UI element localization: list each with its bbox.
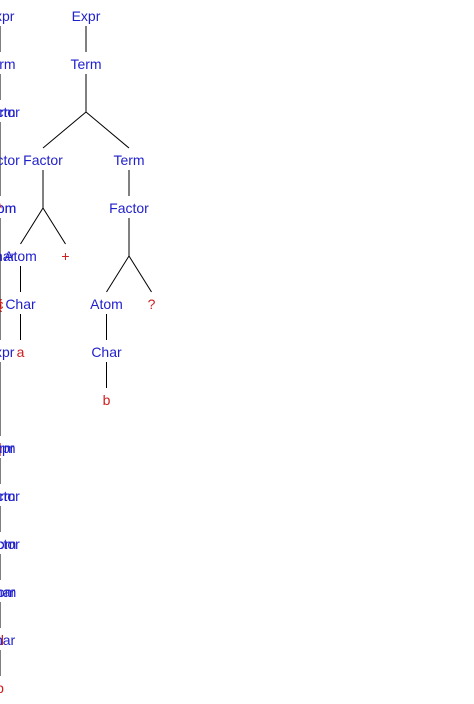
- node-terminal: c: [0, 296, 4, 312]
- node-terminal: ): [0, 296, 2, 312]
- node-atom: Atom: [0, 200, 16, 216]
- node-expr: Expr: [72, 8, 101, 24]
- parse-tree-edges: [0, 26, 152, 676]
- node-atom: Atom: [0, 584, 16, 600]
- node-terminal: d: [0, 632, 4, 648]
- node-atom: Atom: [0, 536, 16, 552]
- node-char: Char: [0, 584, 16, 600]
- node-terminal: b: [0, 680, 4, 696]
- node-factor: Factor: [0, 536, 20, 552]
- node-term: Term: [113, 152, 144, 168]
- node-term: Term: [0, 440, 16, 456]
- node-term: Term: [0, 488, 16, 504]
- node-terminal: ?: [148, 296, 156, 312]
- tree-edge: [42, 111, 87, 149]
- parse-tree-labels: ExprTermFactorAtomChara+TermFactorAtomCh…: [0, 8, 156, 696]
- node-atom: Atom: [4, 248, 37, 264]
- node-terminal: +: [61, 248, 69, 264]
- node-char: Char: [0, 248, 16, 264]
- node-term: Term: [70, 56, 101, 72]
- tree-edge: [20, 207, 44, 245]
- node-expr: Expr: [0, 8, 15, 24]
- node-atom: Atom: [0, 200, 16, 216]
- node-factor: Factor: [23, 152, 63, 168]
- node-expr: Expr: [0, 344, 15, 360]
- node-terminal: *: [0, 200, 3, 216]
- node-terminal: |: [0, 440, 2, 456]
- node-terminal: a: [17, 344, 25, 360]
- node-char: Char: [5, 296, 36, 312]
- tree-edge: [42, 207, 66, 245]
- node-terminal: b: [103, 392, 111, 408]
- node-factor: Factor: [0, 104, 20, 120]
- node-term: Term: [0, 104, 16, 120]
- tree-edge: [106, 255, 130, 293]
- tree-edge: [85, 111, 130, 149]
- node-term: Term: [0, 56, 16, 72]
- node-expr: Expr: [0, 440, 15, 456]
- node-factor: Factor: [0, 152, 20, 168]
- node-atom: Atom: [90, 296, 123, 312]
- node-terminal: (: [0, 296, 3, 312]
- node-char: Char: [91, 344, 122, 360]
- node-char: Char: [0, 632, 16, 648]
- node-factor: Factor: [109, 200, 149, 216]
- node-factor: Factor: [0, 488, 20, 504]
- tree-edge: [128, 255, 152, 293]
